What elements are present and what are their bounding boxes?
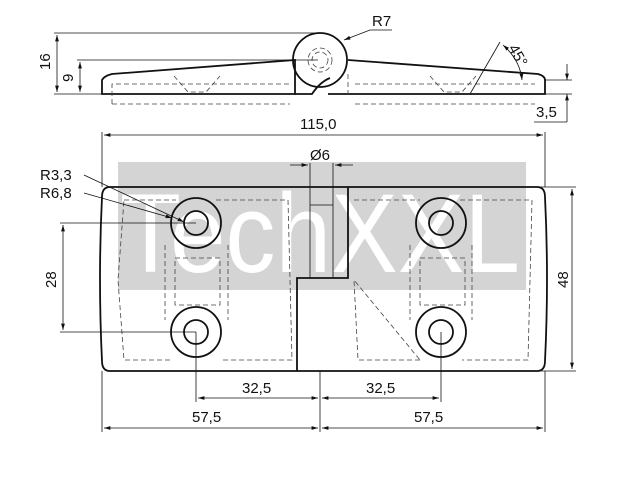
dim-edge-3-5: 3,5	[536, 104, 557, 121]
dim-r7: R7	[372, 13, 391, 30]
dim-hole-radius: R3,3	[40, 167, 72, 184]
dim-height-16: 16	[37, 53, 54, 70]
top-view: 115,0 Ø6 R3,3 R6,8 28 48 32,5 32,5 57,5 …	[40, 116, 576, 432]
dim-height-9: 9	[60, 74, 77, 82]
dim-hole-offset-left: 32,5	[242, 380, 271, 397]
dim-pin-diameter: Ø6	[310, 147, 330, 164]
watermark-text: TechXXL	[120, 171, 520, 296]
dim-half-length-left: 57,5	[192, 409, 221, 426]
dim-width-48: 48	[555, 271, 572, 288]
dim-boss-radius: R6,8	[40, 185, 72, 202]
dim-half-length-right: 57,5	[414, 409, 443, 426]
dim-hole-offset-right: 32,5	[366, 380, 395, 397]
watermark-band	[118, 162, 526, 290]
dim-angle-45: 45°	[505, 42, 531, 70]
side-view: 16 9 R7 45° 3,5	[37, 13, 572, 123]
dim-hole-spacing-28: 28	[43, 271, 60, 288]
dim-length-115: 115,0	[300, 116, 336, 133]
